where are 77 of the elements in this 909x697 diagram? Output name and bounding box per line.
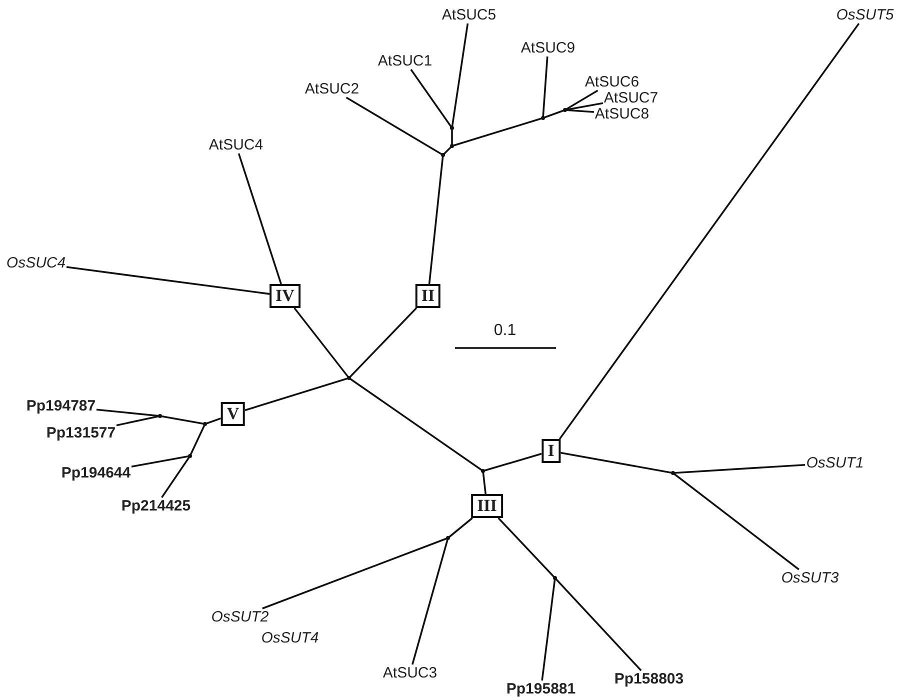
taxon-label: AtSUC9: [520, 39, 576, 57]
branch-point: [450, 144, 454, 148]
tree-branch: [542, 109, 566, 119]
tree-branch: [348, 307, 418, 379]
branch-point: [563, 108, 567, 112]
tree-branch: [542, 56, 548, 118]
tree-branch: [412, 538, 449, 665]
tree-branch: [560, 452, 674, 474]
branch-point: [450, 126, 454, 130]
tree-branch: [96, 408, 160, 417]
taxon-label: Pp194644: [60, 464, 132, 482]
tree-branch: [558, 22, 860, 440]
taxon-label: Pp158803: [613, 670, 685, 688]
tree-branch: [672, 464, 806, 474]
taxon-label: Pp194787: [25, 397, 97, 415]
tree-branch: [564, 90, 598, 111]
tree-branch: [564, 109, 594, 113]
tree-branch: [554, 577, 642, 672]
branch-point: [441, 153, 445, 157]
tree-branch: [451, 128, 453, 146]
tree-branch: [346, 96, 444, 156]
branch-point: [553, 576, 557, 580]
clade-box: V: [220, 402, 246, 426]
taxon-label: AtSUC8: [594, 105, 650, 123]
tree-branch: [447, 517, 473, 539]
branch-point: [671, 471, 675, 475]
taxon-label: Pp131577: [45, 424, 117, 442]
clade-box: I: [542, 439, 560, 463]
tree-branch: [160, 415, 206, 425]
clade-box: IV: [270, 284, 300, 308]
taxon-label: AtSUC1: [376, 52, 434, 70]
tree-branch: [564, 102, 604, 111]
taxon-label: OsSUC4: [5, 254, 67, 272]
branch-point: [203, 422, 207, 426]
branch-point: [188, 454, 192, 458]
taxon-label: AtSUC2: [304, 80, 360, 98]
tree-branch: [294, 307, 350, 379]
tree-branch: [442, 145, 453, 156]
taxon-label: AtSUC5: [440, 6, 498, 24]
branch-point: [481, 469, 485, 473]
tree-branch: [482, 470, 487, 494]
taxon-label: Pp214425: [120, 497, 192, 515]
tree-branch: [410, 68, 453, 129]
tree-branch: [452, 117, 544, 147]
taxon-label: AtSUC4: [208, 136, 264, 154]
tree-branch: [131, 455, 190, 468]
taxon-label: AtSUC7: [602, 89, 660, 107]
tree-branch: [189, 424, 206, 456]
tree-branch: [262, 537, 448, 610]
branch-point: [541, 116, 545, 120]
taxon-label: OsSUT4: [260, 629, 320, 647]
scale-label: 0.1: [494, 322, 516, 340]
tree-branch: [428, 154, 444, 284]
tree-branch: [451, 23, 469, 128]
taxon-label: OsSUT1: [805, 454, 865, 472]
clade-box: II: [415, 284, 441, 308]
tree-branch: [66, 266, 270, 295]
tree-branch: [498, 517, 556, 579]
taxon-label: OsSUT2: [210, 608, 270, 626]
tree-branch: [244, 377, 350, 412]
tree-branch: [348, 377, 484, 472]
clade-box: III: [471, 494, 503, 518]
tree-branch: [238, 153, 282, 284]
taxon-label: OsSUT5: [835, 6, 895, 24]
tree-branch: [204, 417, 222, 425]
taxon-label: OsSUT3: [780, 569, 840, 587]
tree-branch: [541, 578, 556, 681]
tree-branch: [116, 415, 160, 426]
taxon-label: Pp195881: [505, 680, 577, 697]
tree-branch: [672, 472, 800, 570]
branch-point: [347, 376, 351, 380]
tree-branch: [161, 456, 191, 498]
branch-point: [158, 414, 162, 418]
branch-point: [446, 536, 450, 540]
taxon-label: AtSUC6: [584, 73, 640, 91]
taxon-label: AtSUC3: [382, 664, 438, 682]
tree-branch: [482, 452, 542, 472]
